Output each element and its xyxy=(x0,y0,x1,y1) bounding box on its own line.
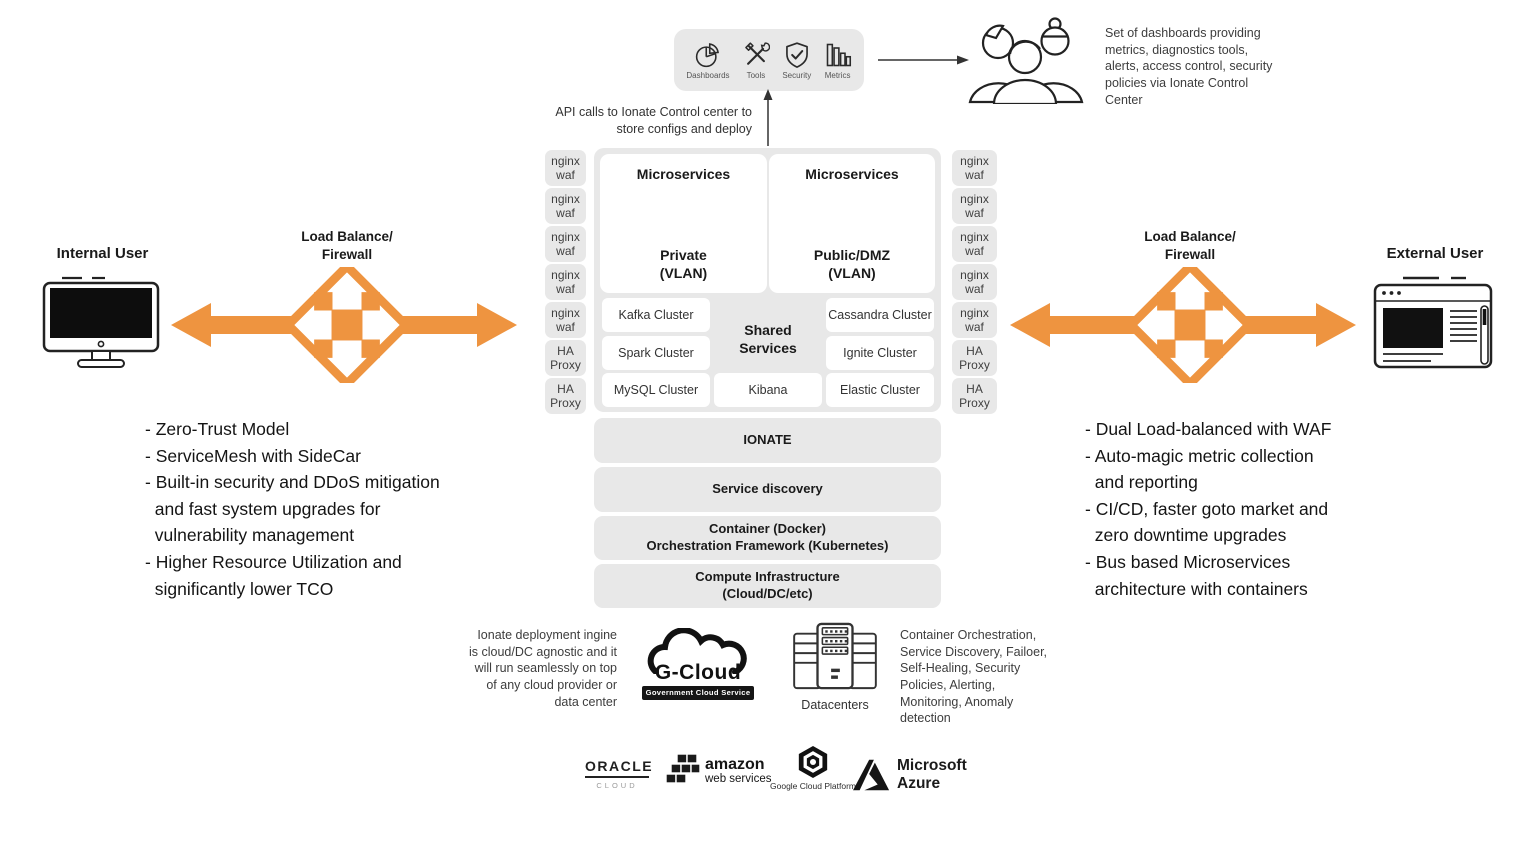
gcloud-cloud-icon xyxy=(647,628,747,674)
security-shield-icon xyxy=(785,41,808,68)
right-proxy-1: nginx waf xyxy=(952,188,997,224)
right-load-balancer-icon xyxy=(1132,267,1248,383)
panel-to-admins-arrow xyxy=(878,55,969,65)
oracle-logo: ORACLE CLOUD xyxy=(585,758,652,790)
security-label: Security xyxy=(782,70,812,80)
dashboards-pie-icon xyxy=(695,42,719,67)
public-zone-subtitle: Public/DMZ (VLAN) xyxy=(813,246,891,281)
kafka-cluster-box: Kafka Cluster xyxy=(602,298,710,332)
metrics-bars-icon xyxy=(826,43,851,66)
cassandra-cluster-box: Cassandra Cluster xyxy=(826,298,934,332)
gcp-logo: Google Cloud Platform xyxy=(763,745,863,791)
aws-subtext: web services xyxy=(705,773,772,786)
metrics-item: Metrics xyxy=(824,41,852,80)
left-proxy-1: nginx waf xyxy=(545,188,586,224)
right-load-balancer-label: Load Balance/ Firewall xyxy=(1144,229,1236,263)
left-load-balancer-icon xyxy=(289,267,405,383)
dashboards-note: Set of dashboards providing metrics, dia… xyxy=(1105,26,1273,107)
gcloud-tagline: Government Cloud Service xyxy=(642,686,754,700)
services-panel: Microservices Private (VLAN) Microservic… xyxy=(594,148,941,412)
right-proxy-3: nginx waf xyxy=(952,264,997,300)
oracle-wordmark: ORACLE xyxy=(585,758,652,778)
internal-user-monitor-icon xyxy=(42,276,160,368)
private-zone-title: Microservices xyxy=(636,166,731,182)
right-proxy-5: HA Proxy xyxy=(952,340,997,376)
aws-name: amazon xyxy=(705,756,765,774)
ionate-layer: IONATE xyxy=(594,418,941,463)
deployment-note: Ionate deployment ingine is cloud/DC agn… xyxy=(469,628,617,709)
elastic-cluster-box: Elastic Cluster xyxy=(826,373,934,407)
kibana-box: Kibana xyxy=(714,373,822,407)
service-discovery-layer: Service discovery xyxy=(594,467,941,512)
security-item: Security xyxy=(782,41,811,80)
internal-user-label: Internal User xyxy=(56,245,149,262)
spark-cluster-box: Spark Cluster xyxy=(602,336,710,370)
datacenters-label: Datacenters xyxy=(801,698,869,712)
left-benefits-list: - Zero-Trust Model - ServiceMesh with Si… xyxy=(145,419,440,599)
gcloud-logo: G-Cloud Government Cloud Service xyxy=(642,628,754,700)
private-zone-subtitle: Private (VLAN) xyxy=(659,246,708,281)
azure-logo: Microsoft Azure xyxy=(853,757,967,794)
right-proxy-2: nginx waf xyxy=(952,226,997,262)
tools-label: Tools xyxy=(746,70,766,80)
admin-users-icon xyxy=(968,17,1084,104)
tools-icon xyxy=(745,41,770,65)
ignite-cluster-box: Ignite Cluster xyxy=(826,336,934,370)
left-proxy-5: HA Proxy xyxy=(545,340,586,376)
left-proxy-0: nginx waf xyxy=(545,150,586,186)
shared-services-label: Shared Services xyxy=(739,321,797,356)
dashboards-label: Dashboards xyxy=(686,70,730,80)
left-proxy-6: HA Proxy xyxy=(545,378,586,414)
right-proxy-0: nginx waf xyxy=(952,150,997,186)
gcloud-name: G-Cloud xyxy=(654,661,742,684)
aws-logo: amazon web services xyxy=(665,752,771,786)
datacenters-icon xyxy=(793,622,877,690)
gcp-hexagon-icon xyxy=(798,745,828,779)
datacenters-figure: Datacenters xyxy=(790,622,880,712)
left-load-balancer-label: Load Balance/ Firewall xyxy=(301,229,393,263)
public-dmz-zone: Microservices Public/DMZ (VLAN) xyxy=(769,154,935,293)
tools-item: Tools xyxy=(742,41,770,80)
orchestration-note: Container Orchestration, Service Discove… xyxy=(900,628,1048,726)
dashboards-item: Dashboards xyxy=(686,41,730,80)
api-calls-note: API calls to Ionate Control center to st… xyxy=(555,105,752,136)
container-layer: Container (Docker) Orchestration Framewo… xyxy=(594,516,941,560)
oracle-cloud-label: CLOUD xyxy=(596,781,638,790)
stack-to-panel-arrow xyxy=(763,89,773,146)
left-proxy-4: nginx waf xyxy=(545,302,586,338)
control-center-panel: Dashboards Tools Security Metrics xyxy=(674,29,864,91)
azure-microsoft: Microsoft xyxy=(897,757,967,774)
right-proxy-6: HA Proxy xyxy=(952,378,997,414)
azure-triangle-icon xyxy=(853,760,890,791)
aws-cubes-icon xyxy=(665,753,701,784)
right-proxy-4: nginx waf xyxy=(952,302,997,338)
mysql-cluster-box: MySQL Cluster xyxy=(602,373,710,407)
private-vlan-zone: Microservices Private (VLAN) xyxy=(600,154,767,293)
public-zone-title: Microservices xyxy=(805,166,899,182)
azure-azure: Azure xyxy=(897,775,941,793)
gcp-label: Google Cloud Platform xyxy=(770,781,856,791)
external-user-browser-icon xyxy=(1373,276,1493,369)
left-proxy-3: nginx waf xyxy=(545,264,586,300)
external-user-label: External User xyxy=(1386,245,1484,262)
compute-layer: Compute Infrastructure (Cloud/DC/etc) xyxy=(594,564,941,608)
left-proxy-2: nginx waf xyxy=(545,226,586,262)
metrics-label: Metrics xyxy=(824,70,851,80)
right-benefits-list: - Dual Load-balanced with WAF - Auto-mag… xyxy=(1085,419,1332,599)
